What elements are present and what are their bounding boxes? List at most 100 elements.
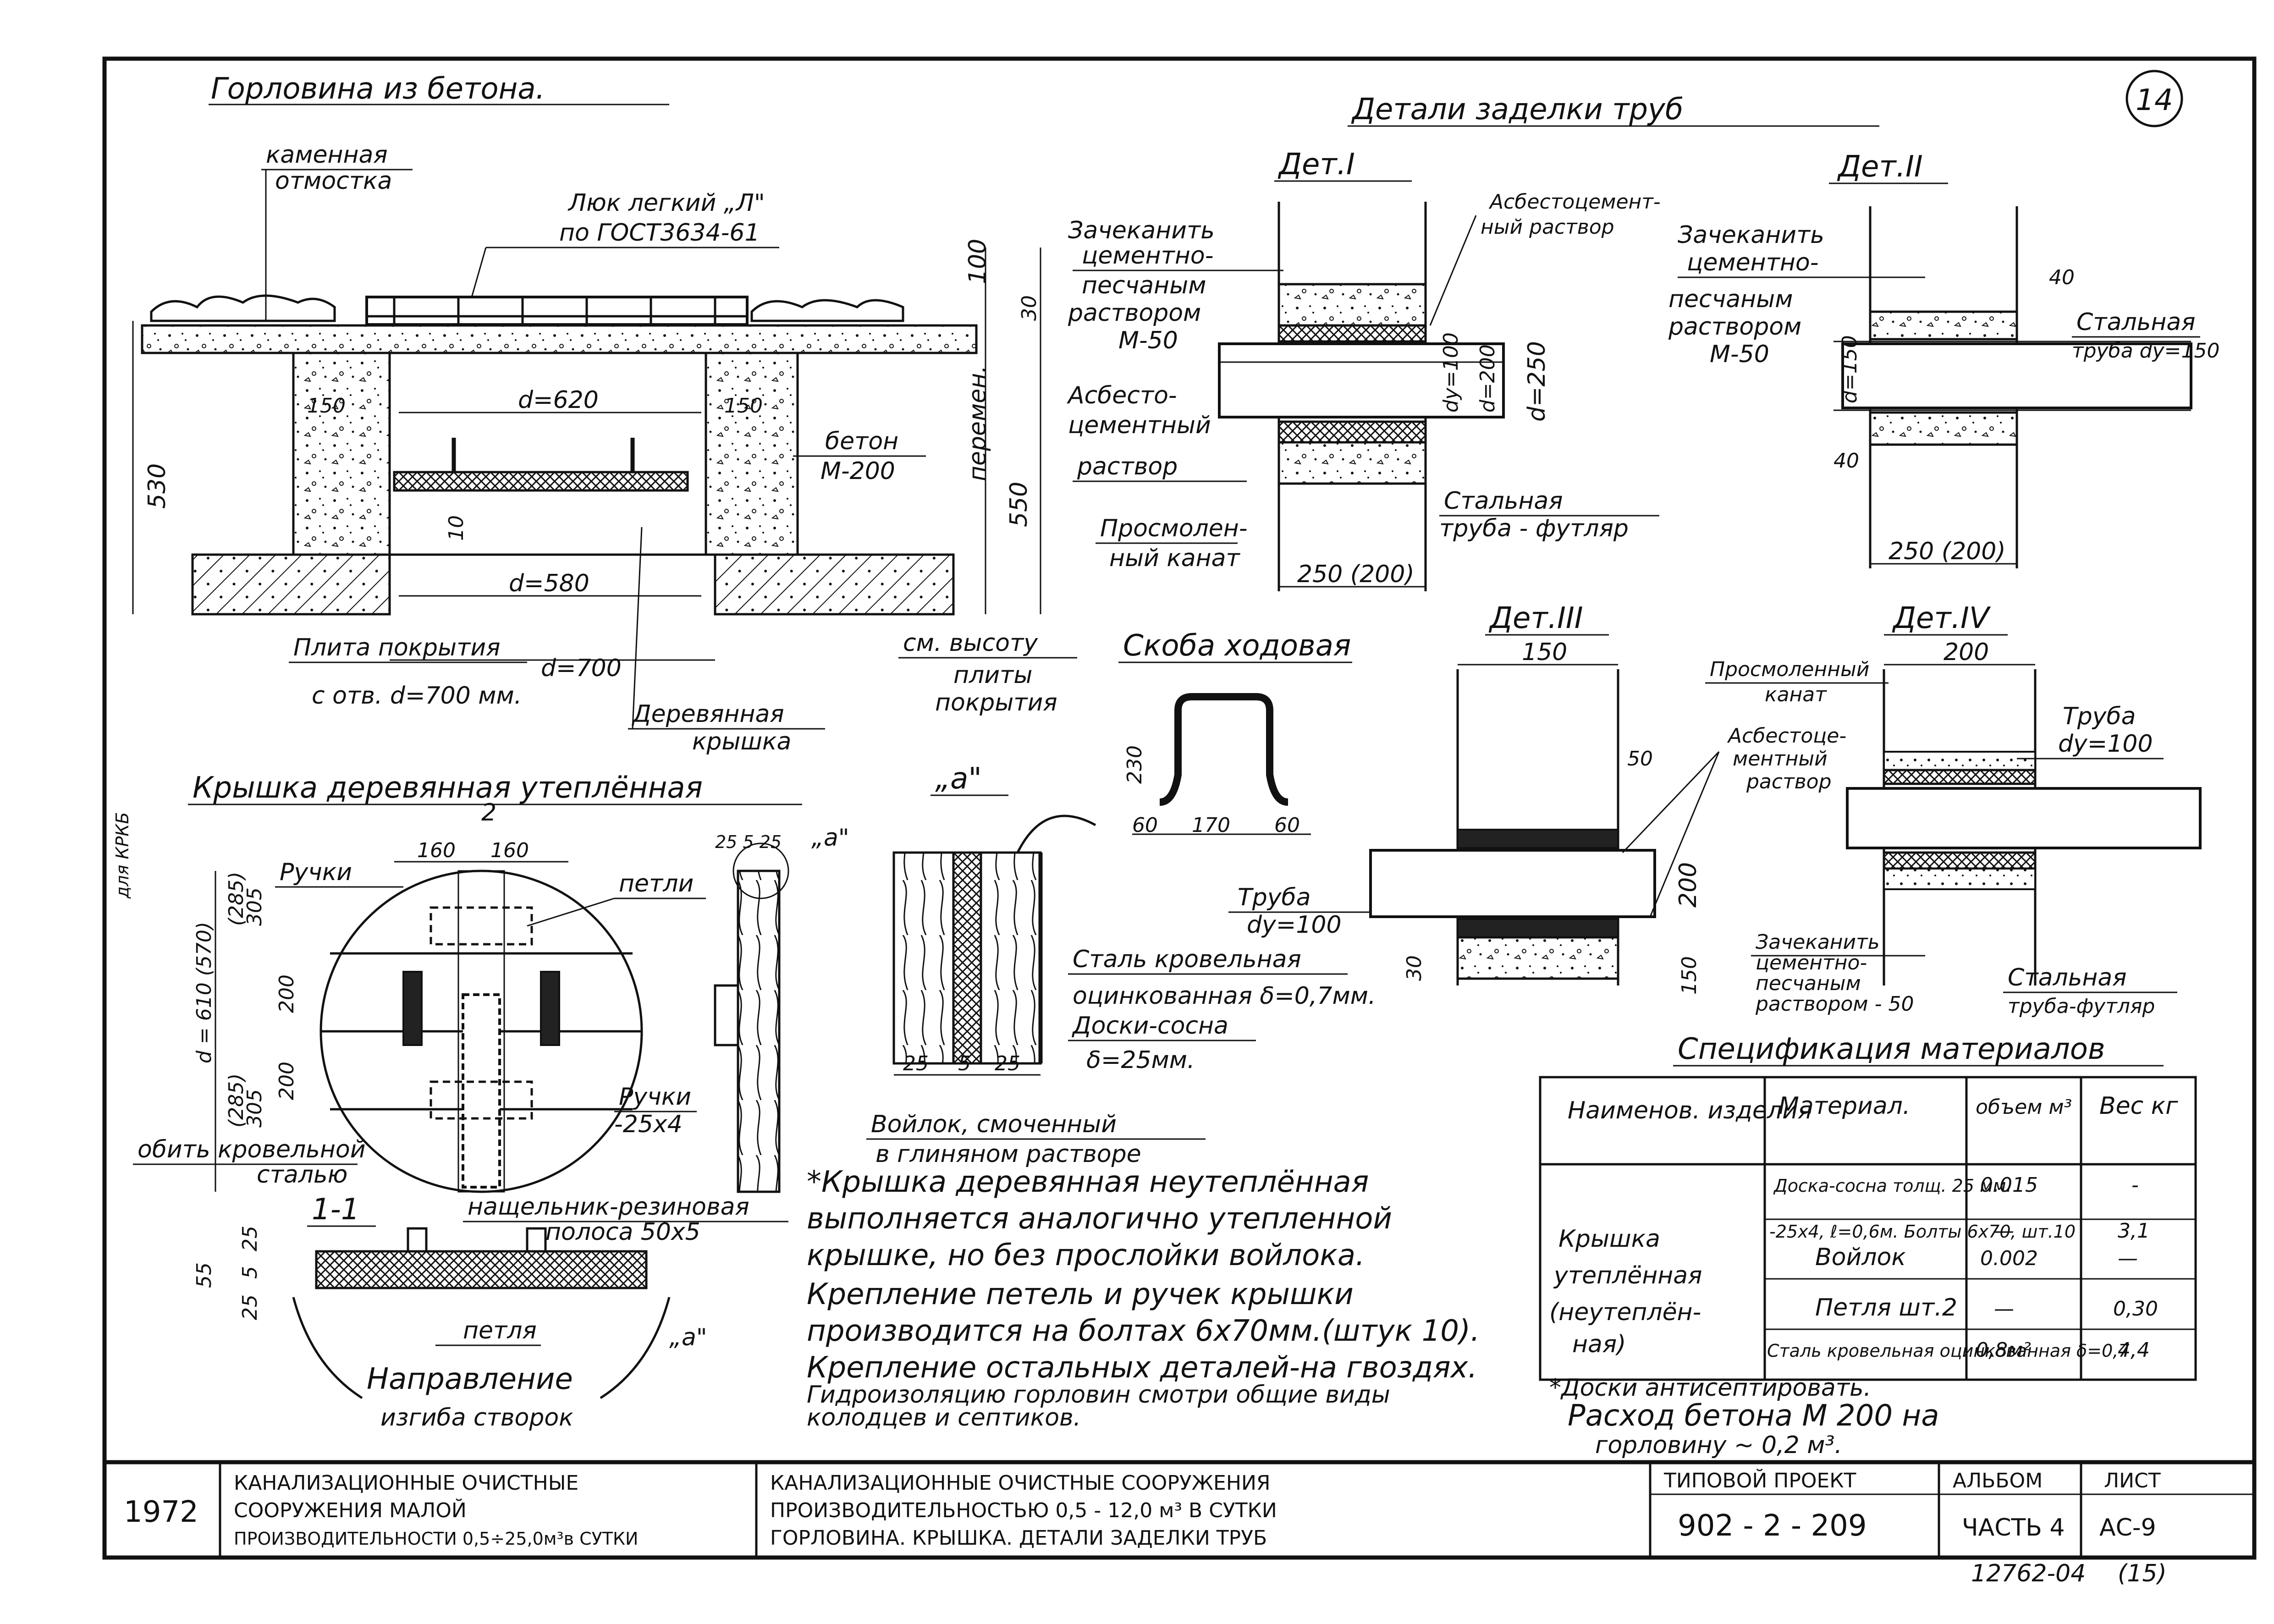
tb-year: 1972 bbox=[124, 1495, 198, 1529]
detail-a-board-2: δ=25мм. bbox=[1086, 1046, 1195, 1074]
tb-album-label: АЛЬБОМ bbox=[1953, 1469, 2043, 1492]
dim-160-left: 160 bbox=[417, 839, 456, 862]
wooden-lid-section bbox=[393, 471, 689, 492]
dim-150-right: 150 bbox=[724, 394, 763, 418]
det2-zachek-5: М-50 bbox=[1710, 341, 1769, 368]
label-rubber-2: полоса 50x5 bbox=[545, 1218, 700, 1246]
lid-section-body bbox=[315, 1250, 648, 1289]
det1-steel-2: труба - футляр bbox=[1439, 515, 1629, 542]
detail-a-steel-2: оцинкованная δ=0,7мм. bbox=[1073, 982, 1376, 1010]
label-handles-size: -25x4 bbox=[614, 1111, 683, 1138]
detail-2: Дет.II Зачеканить цементно- песчаным рас… bbox=[1668, 150, 2220, 568]
spec-header-volume: объем м³ bbox=[1976, 1096, 2072, 1119]
label-beton-mark: М-200 bbox=[820, 457, 895, 485]
dim-10: 10 bbox=[445, 515, 468, 541]
spec-row4-volume: — bbox=[1994, 1297, 2014, 1321]
section11-title: 1-1 bbox=[312, 1193, 360, 1227]
note-line-5: производится на болтах 6x70мм.(штук 10). bbox=[807, 1314, 1480, 1348]
det1-dy: dy=100 bbox=[1439, 332, 1463, 413]
spec-row5-material: Сталь кровельная оцинкованная δ=0,7 bbox=[1767, 1341, 2130, 1361]
label-vysotu-2: плиты bbox=[953, 661, 1032, 689]
label-plita-1: Плита покрытия bbox=[293, 634, 500, 661]
spec-header-weight: Вес кг bbox=[2099, 1092, 2178, 1120]
tb-project-label: ТИПОВОЙ ПРОЕКТ bbox=[1663, 1468, 1856, 1492]
tb-desc-3: ГОРЛОВИНА. КРЫШКА. ДЕТАЛИ ЗАДЕЛКИ ТРУБ bbox=[770, 1526, 1267, 1550]
det2-zachek-4: раствором bbox=[1668, 313, 1801, 341]
spec-title: Спецификация материалов bbox=[1678, 1032, 2105, 1066]
det1-pipe bbox=[1218, 342, 1505, 418]
det1-asb-top-1: Асбестоцемент- bbox=[1488, 190, 1661, 214]
det1-d200: d=200 bbox=[1476, 344, 1499, 413]
note-line-8: колодцев и септиков. bbox=[807, 1404, 1081, 1431]
tb-album-no: ЧАСТЬ 4 bbox=[1962, 1514, 2065, 1541]
label-vysotu-3: покрытия bbox=[935, 689, 1057, 716]
spec-row1-weight: - bbox=[2131, 1173, 2139, 1197]
tb-org-3: ПРОИЗВОДИТЕЛЬНОСТИ 0,5÷25,0м³в СУТКИ bbox=[234, 1529, 638, 1549]
detail-a-board-right bbox=[980, 851, 1042, 1065]
det1-asb-top-2: ный раствор bbox=[1481, 215, 1614, 239]
det3-dim150: 150 bbox=[1678, 956, 1701, 995]
det2-title: Дет.II bbox=[1837, 150, 1923, 184]
note-line-4: Крепление петель и ручек крышки bbox=[807, 1277, 1354, 1311]
det2-dim40-bot: 40 bbox=[1834, 449, 1859, 473]
dim-305-bot: 305 bbox=[243, 1089, 266, 1128]
note-line-1: *Крышка деревянная неутеплённая bbox=[807, 1165, 1369, 1199]
title-block: 1972 КАНАЛИЗАЦИОННЫЕ ОЧИСТНЫЕ СООРУЖЕНИЯ… bbox=[102, 1460, 2257, 1587]
dim-30: 30 bbox=[1018, 295, 1041, 321]
dim-285-bot: (285) bbox=[225, 1073, 248, 1128]
dim-d580: d=580 bbox=[509, 570, 589, 597]
spec-row2-volume: — bbox=[1994, 1219, 2014, 1243]
label-loops: петли bbox=[619, 870, 694, 897]
det2-pipe bbox=[1841, 342, 2192, 409]
detail-a-felt bbox=[952, 851, 982, 1065]
hatch-cover bbox=[365, 296, 749, 326]
spec-item-name-3: (неутеплён- bbox=[1549, 1299, 1701, 1326]
label-obit-2: сталью bbox=[257, 1161, 347, 1189]
tb-stamp-no: 12762-04 bbox=[1971, 1560, 2086, 1587]
det4-zachek-1: Зачеканить bbox=[1756, 930, 1880, 954]
dim-160-right: 160 bbox=[490, 839, 529, 862]
spec-item-name-1: Крышка bbox=[1558, 1225, 1660, 1253]
det4-zachek-2: цементно- bbox=[1756, 951, 1867, 974]
spec-row4-material: Петля шт.2 bbox=[1815, 1294, 1957, 1321]
tb-sheet-label: ЛИСТ bbox=[2104, 1469, 2161, 1492]
spec-table: Спецификация материалов Наименов. издели… bbox=[1539, 1032, 2197, 1459]
tb-desc-1: КАНАЛИЗАЦИОННЫЕ ОЧИСТНЫЕ СООРУЖЕНИЯ bbox=[770, 1471, 1270, 1495]
detail-a-felt-2: в глиняном растворе bbox=[875, 1140, 1141, 1168]
step-iron: Скоба ходовая 230 60 170 60 bbox=[1118, 629, 1352, 837]
spec-row2-weight: 3,1 bbox=[2118, 1219, 2150, 1243]
label-handles-2: Ручки bbox=[619, 1083, 691, 1111]
notes-block: *Крышка деревянная неутеплённая выполняе… bbox=[807, 1165, 1480, 1431]
det1-title: Дет.I bbox=[1277, 148, 1355, 182]
det1-zachek-3: песчаным bbox=[1082, 272, 1206, 299]
neck-section: Горловина из бетона. каменная отмостка Л… bbox=[132, 72, 1077, 755]
detail-a-d25b: 25 bbox=[995, 1052, 1020, 1075]
det4-title: Дет.IV bbox=[1892, 601, 1991, 635]
dim-d700: d=700 bbox=[541, 655, 622, 682]
dim-5: 5 bbox=[238, 1266, 262, 1279]
det1-steel-1: Стальная bbox=[1444, 487, 1563, 515]
det4-pipe bbox=[1846, 787, 2202, 849]
label-for-krkb: для КРКБ bbox=[112, 812, 132, 899]
dim-305-top: 305 bbox=[243, 887, 266, 926]
detail-a-steel-1: Сталь кровельная bbox=[1073, 946, 1301, 973]
det3-w150: 150 bbox=[1522, 639, 1567, 666]
spec-item-name-4: ная) bbox=[1572, 1331, 1626, 1358]
skoba-dim230: 230 bbox=[1123, 745, 1146, 784]
step-iron-shape bbox=[1159, 693, 1288, 806]
detail-4: Дет.IV 200 Просмоленный канат Асбестоце-… bbox=[1622, 601, 2202, 1018]
spec-header-name: Наименов. изделия bbox=[1568, 1097, 1812, 1124]
spec-footnote-3: горловину ~ 0,2 м³. bbox=[1595, 1431, 1842, 1459]
neck-title: Горловина из бетона. bbox=[211, 72, 545, 106]
det4-steel-1: Стальная bbox=[2008, 964, 2127, 991]
dim-d620: d=620 bbox=[518, 386, 599, 414]
det1-zachek-2: цементно- bbox=[1082, 242, 1213, 270]
detail-a-title: „а" bbox=[935, 762, 982, 796]
label-rubber-1: нащельник-резиновая bbox=[468, 1193, 749, 1221]
det2-steel-1: Стальная bbox=[2076, 308, 2196, 336]
det2-zachek-1: Зачеканить bbox=[1678, 221, 1824, 249]
label-hatch-2: по ГОСТ3634-61 bbox=[559, 219, 760, 247]
det3-pipe bbox=[1369, 849, 1656, 918]
det1-asb-left-3: раствор bbox=[1077, 453, 1178, 480]
